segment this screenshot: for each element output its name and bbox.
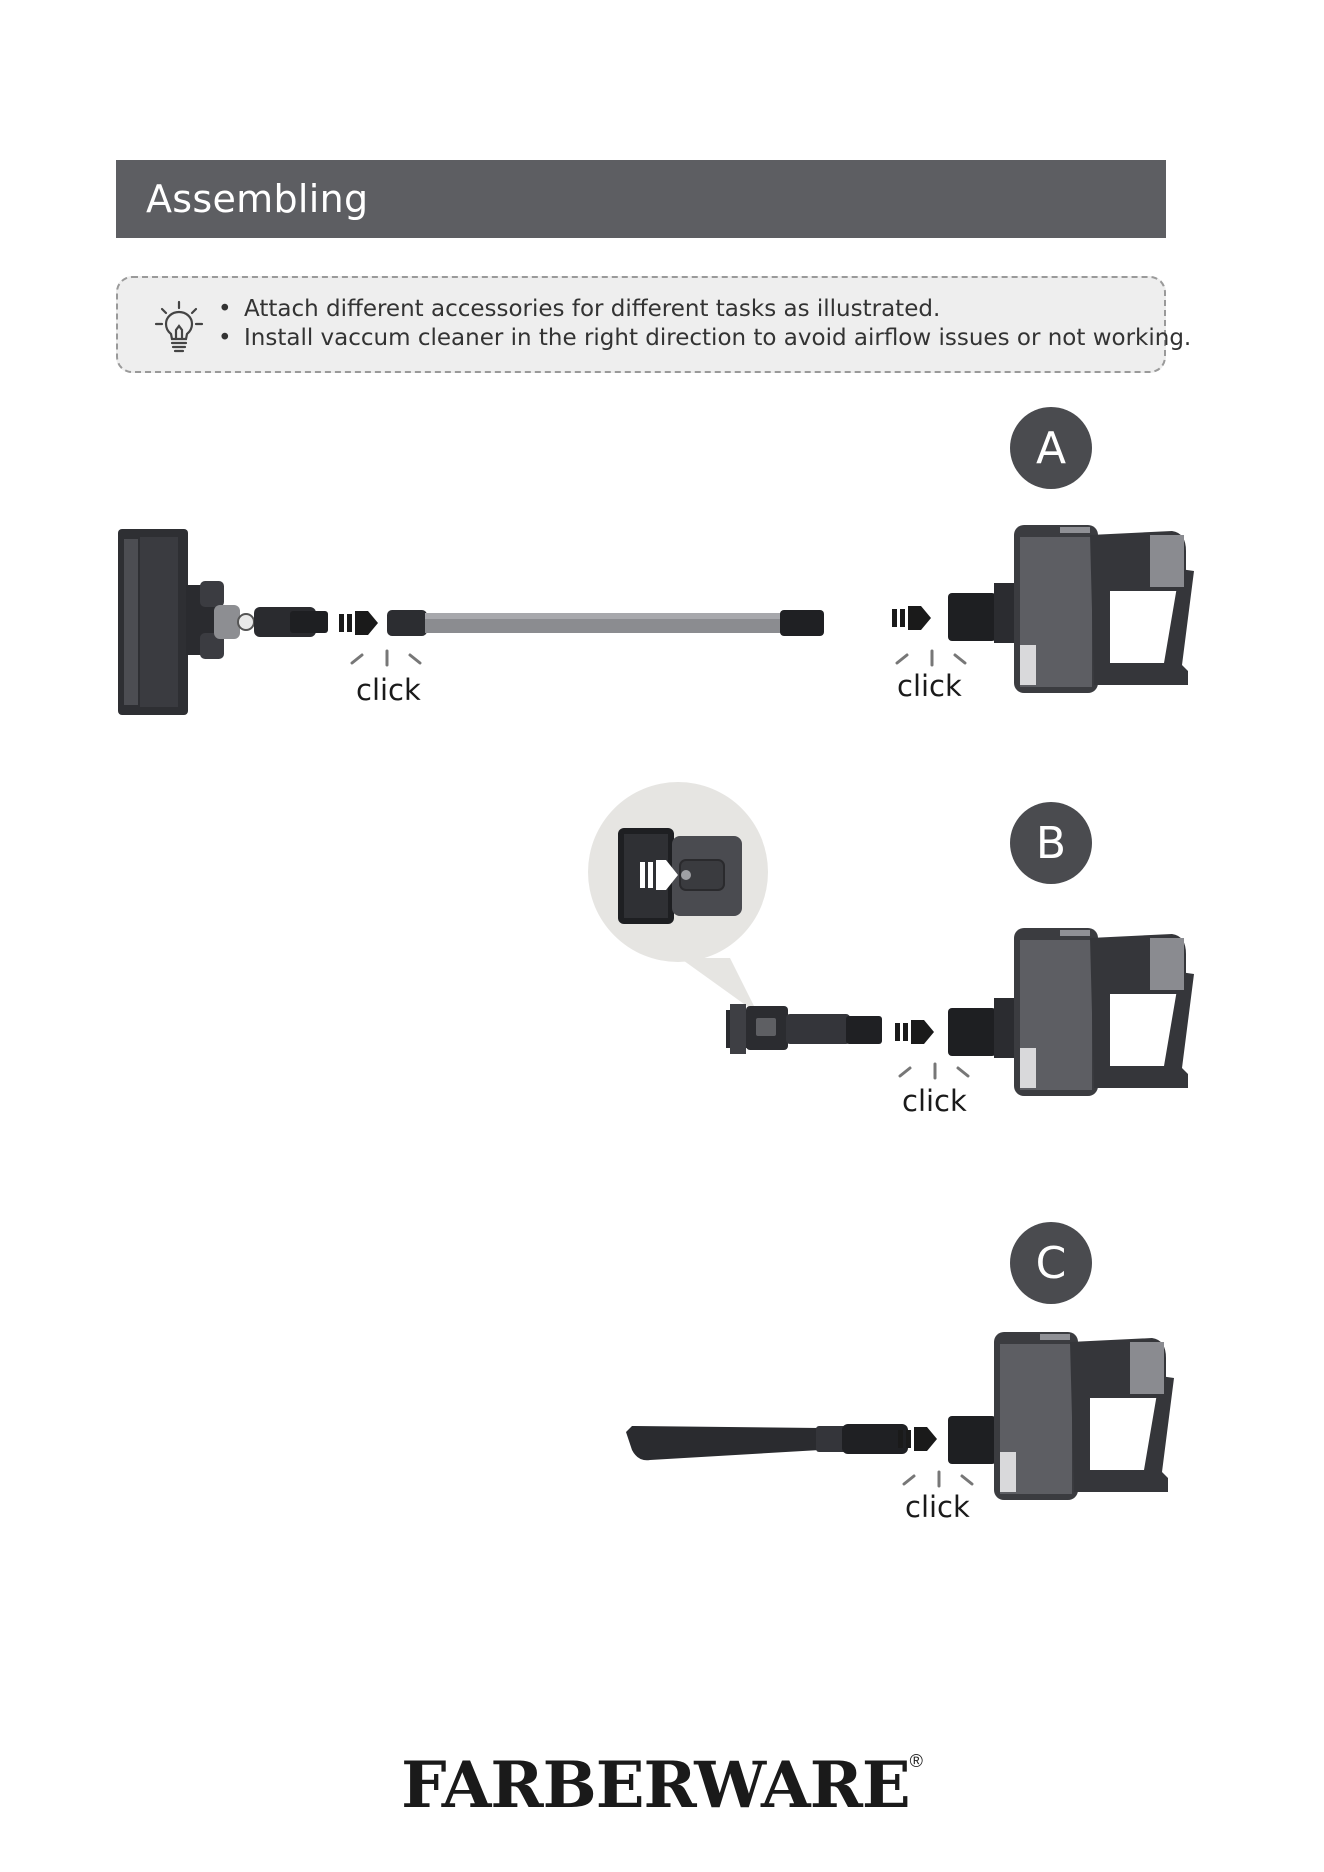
tip-item: •Install vaccum cleaner in the right dir… xyxy=(218,324,1191,353)
tip-item: •Attach different accessories for differ… xyxy=(218,295,1191,324)
dusting-brush xyxy=(726,1004,882,1054)
zoom-callout xyxy=(588,782,768,1014)
click-label: click xyxy=(905,1490,970,1524)
click-burst xyxy=(900,1064,968,1078)
section-header: Assembling xyxy=(116,160,1166,238)
floor-brush xyxy=(118,529,328,715)
handheld-unit xyxy=(948,1332,1174,1500)
brand-logo: FARBERWARE® xyxy=(0,1748,1324,1823)
step-badge-a: A xyxy=(1010,407,1092,489)
direction-arrow xyxy=(892,606,931,630)
assembly-illustration-a xyxy=(110,525,1210,725)
click-label: click xyxy=(356,673,421,707)
direction-arrow xyxy=(895,1020,934,1044)
lightbulb-icon xyxy=(154,300,204,354)
tip-box: •Attach different accessories for differ… xyxy=(116,276,1166,373)
extension-tube xyxy=(387,610,824,636)
click-burst xyxy=(352,651,420,665)
click-label: click xyxy=(897,669,962,703)
direction-arrow xyxy=(339,611,378,635)
assembly-illustration-c xyxy=(620,1330,1200,1510)
step-badge-c: C xyxy=(1010,1222,1092,1304)
click-burst xyxy=(897,651,965,665)
handheld-unit xyxy=(948,928,1194,1096)
section-title: Assembling xyxy=(146,177,368,221)
click-label: click xyxy=(902,1084,967,1118)
assembly-illustration-b xyxy=(580,778,1200,1098)
registered-mark: ® xyxy=(910,1751,923,1771)
click-burst xyxy=(904,1472,972,1486)
crevice-tool xyxy=(626,1424,908,1460)
tip-list: •Attach different accessories for differ… xyxy=(218,295,1191,353)
handheld-unit xyxy=(948,525,1194,693)
